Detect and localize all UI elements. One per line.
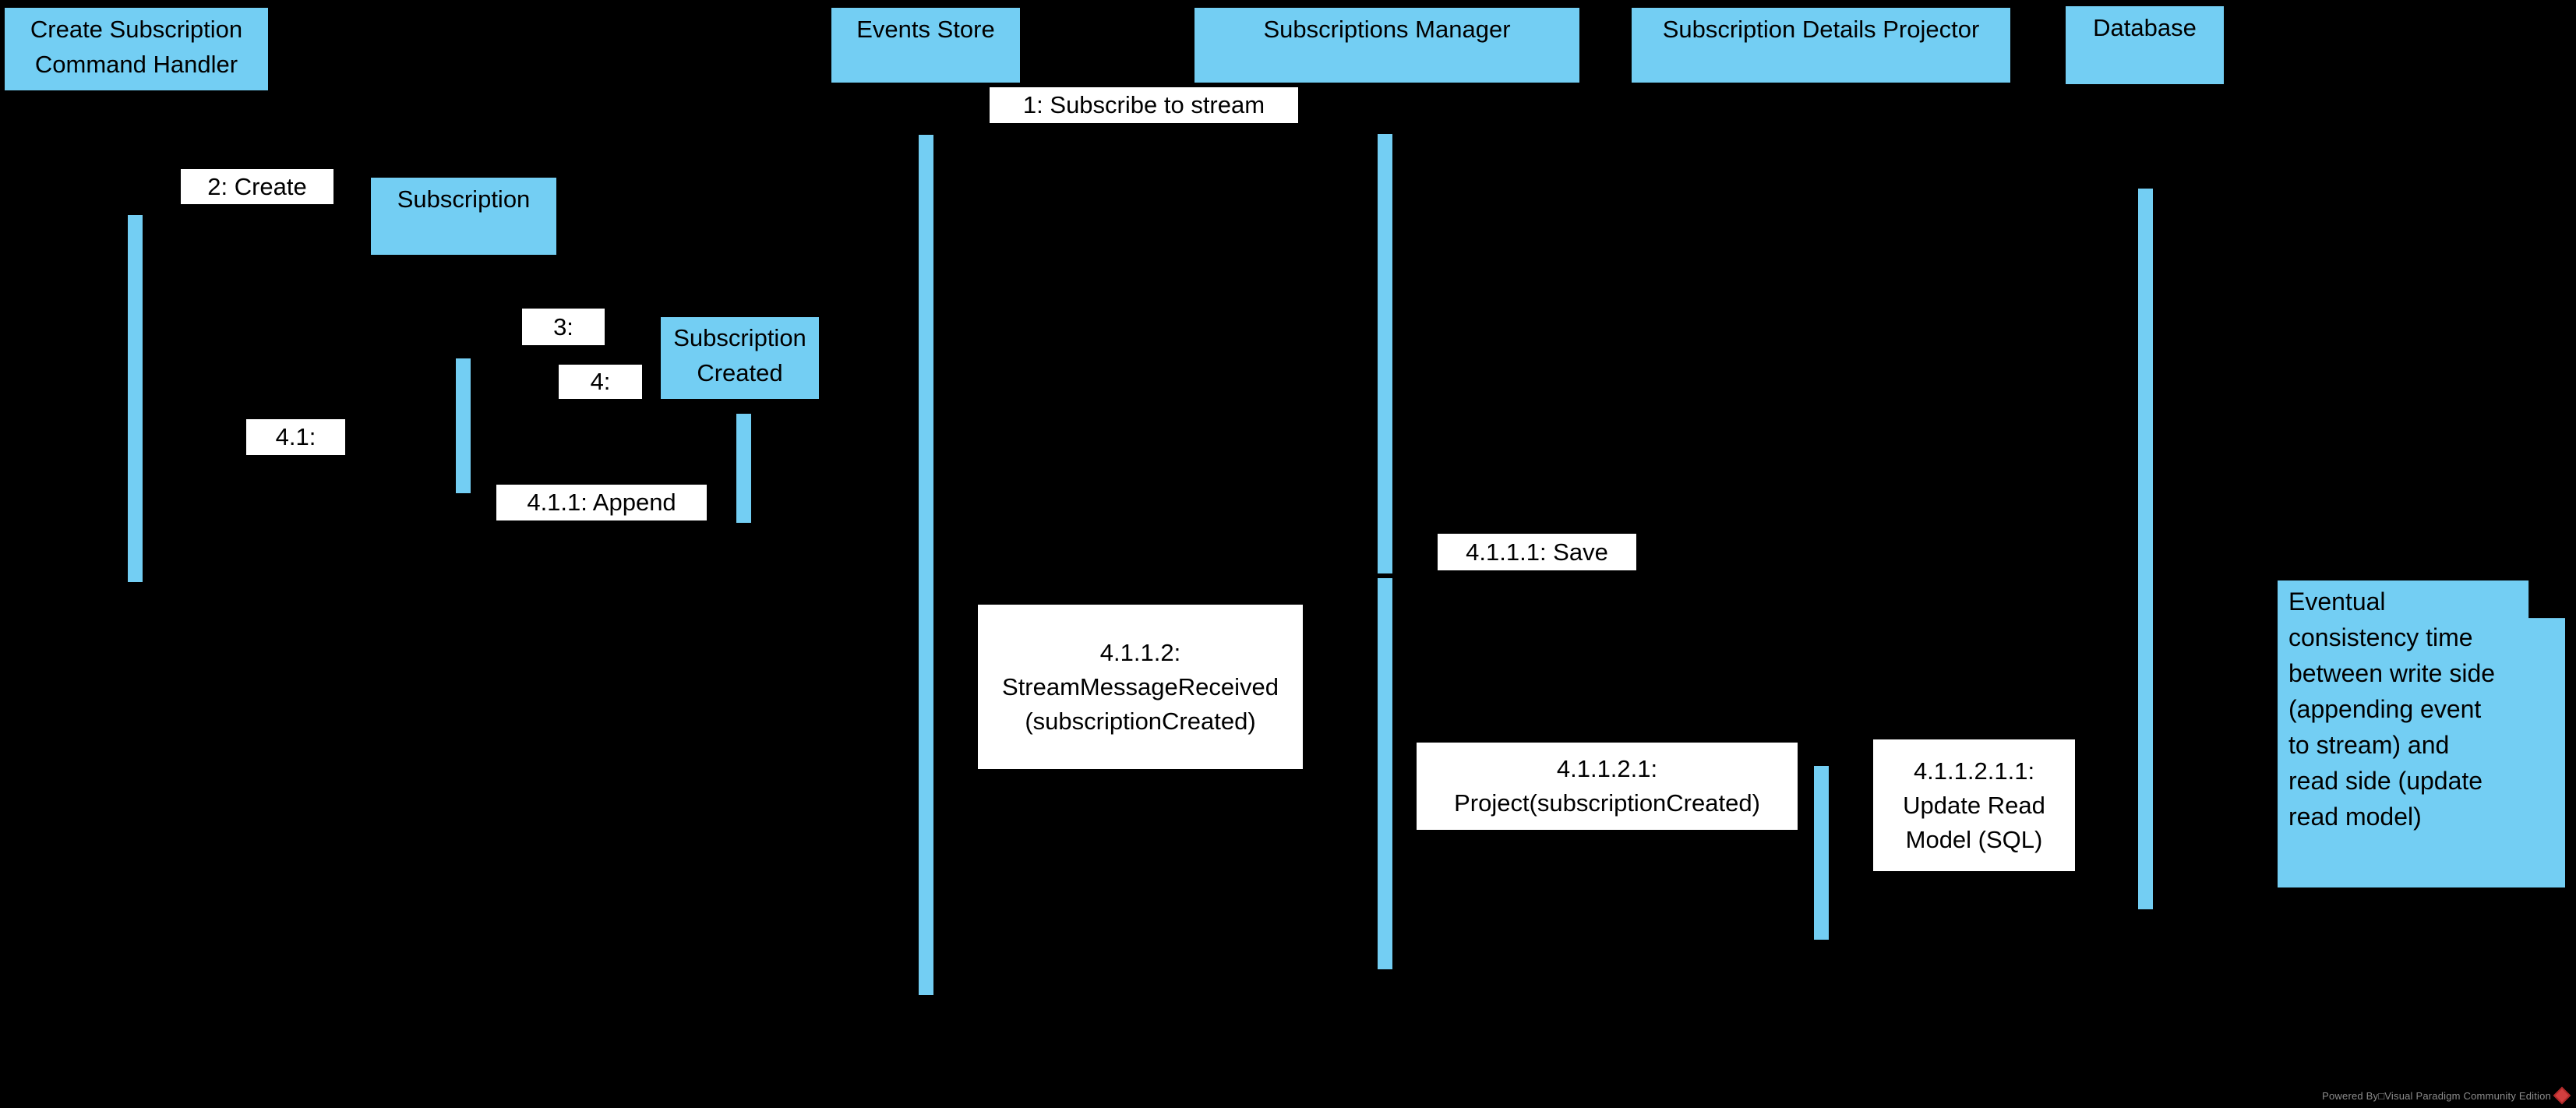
- message-label-4-1-1-1-save: 4.1.1.1: Save: [1438, 534, 1636, 570]
- powered-by-text: Powered By□Visual Paradigm Community Edi…: [2322, 1089, 2551, 1102]
- message-label-4-1-1-2-1-project: 4.1.1.2.1: Project(subscriptionCreated): [1417, 743, 1798, 830]
- message-label-2-create: 2: Create: [181, 169, 333, 204]
- activation-bar-events-store: [919, 135, 933, 995]
- message-label-4: 4:: [559, 365, 642, 399]
- message-label-4-1: 4.1:: [246, 419, 345, 455]
- visual-paradigm-logo-icon: [2553, 1086, 2571, 1105]
- activation-bar-subscriptions-manager-1: [1378, 134, 1392, 573]
- activation-bar-subscriptions-manager-2: [1378, 578, 1392, 969]
- participant-create-subscription-command-handler: Create Subscription Command Handler: [5, 8, 268, 90]
- note-eventual-consistency: Eventual consistency time between write …: [2278, 580, 2565, 887]
- activation-bar-command-handler: [128, 215, 143, 582]
- activation-bar-database: [2138, 189, 2153, 909]
- participant-events-store: Events Store: [831, 8, 1020, 83]
- activation-bar-subscription-created: [736, 414, 751, 523]
- note-text: Eventual consistency time between write …: [2288, 588, 2496, 831]
- message-label-1-subscribe-to-stream: 1: Subscribe to stream: [990, 87, 1298, 123]
- participant-subscriptions-manager: Subscriptions Manager: [1194, 8, 1579, 83]
- participant-database: Database: [2066, 6, 2224, 84]
- footer-credit: Powered By□Visual Paradigm Community Edi…: [2322, 1086, 2571, 1105]
- participant-subscription-details-projector: Subscription Details Projector: [1632, 8, 2010, 83]
- object-subscription: Subscription: [371, 178, 556, 255]
- activation-bar-details-projector: [1814, 766, 1829, 940]
- message-label-4-1-1-2-1-1-update-read-model: 4.1.1.2.1.1: Update Read Model (SQL): [1873, 739, 2075, 871]
- message-label-4-1-1-2-stream-message-received: 4.1.1.2: StreamMessageReceived (subscrip…: [978, 605, 1303, 769]
- message-label-4-1-1-append: 4.1.1: Append: [496, 485, 707, 520]
- activation-bar-subscription: [456, 358, 471, 493]
- message-label-3: 3:: [522, 309, 605, 345]
- object-subscription-created: Subscription Created: [661, 317, 819, 399]
